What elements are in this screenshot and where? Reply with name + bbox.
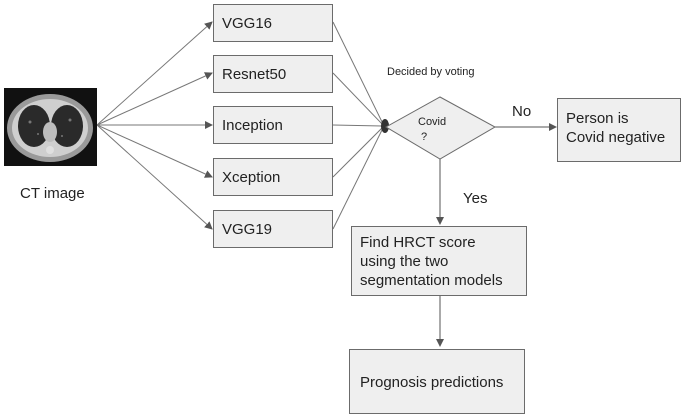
line-xception-to-vote xyxy=(332,125,385,178)
line-vgg19-to-vote xyxy=(332,125,385,230)
line-vgg16-to-vote xyxy=(332,21,385,127)
model-box-xception: Xception xyxy=(213,158,333,196)
prognosis-box: Prognosis predictions xyxy=(349,349,525,414)
ct-scan-image xyxy=(4,88,97,166)
hrct-line1: Find HRCT score xyxy=(360,234,476,251)
covid-negative-line2: Covid negative xyxy=(566,129,666,146)
ct-image-label: CT image xyxy=(20,185,85,202)
arrow-ct-to-resnet50 xyxy=(96,72,213,126)
hrct-score-box: Find HRCT score using the two segmentati… xyxy=(351,226,527,296)
model-box-resnet50: Resnet50 xyxy=(213,55,333,93)
vote-label: Decided by voting xyxy=(387,66,475,78)
model-box-inception: Inception xyxy=(213,106,333,144)
vote-node xyxy=(381,119,389,133)
decision-label-line2: ? xyxy=(421,131,428,143)
covid-negative-box: Person is Covid negative xyxy=(557,98,681,162)
hrct-line3: segmentation models xyxy=(360,272,503,289)
arrow-ct-to-vgg19 xyxy=(96,124,213,230)
decision-diamond xyxy=(384,96,497,160)
model-box-vgg19: VGG19 xyxy=(213,210,333,248)
covid-negative-line1: Person is xyxy=(566,110,629,127)
arrow-ct-to-xception xyxy=(96,124,213,178)
line-inception-to-vote xyxy=(332,124,385,127)
prognosis-label: Prognosis predictions xyxy=(360,374,504,391)
arrow-ct-to-vgg16 xyxy=(96,21,213,126)
decision-label-line1: Covid xyxy=(418,116,447,128)
branch-yes-label: Yes xyxy=(463,190,488,207)
line-resnet50-to-vote xyxy=(332,72,385,127)
hrct-line2: using the two xyxy=(360,253,449,270)
branch-no-label: No xyxy=(512,103,532,120)
model-box-vgg16: VGG16 xyxy=(213,4,333,42)
